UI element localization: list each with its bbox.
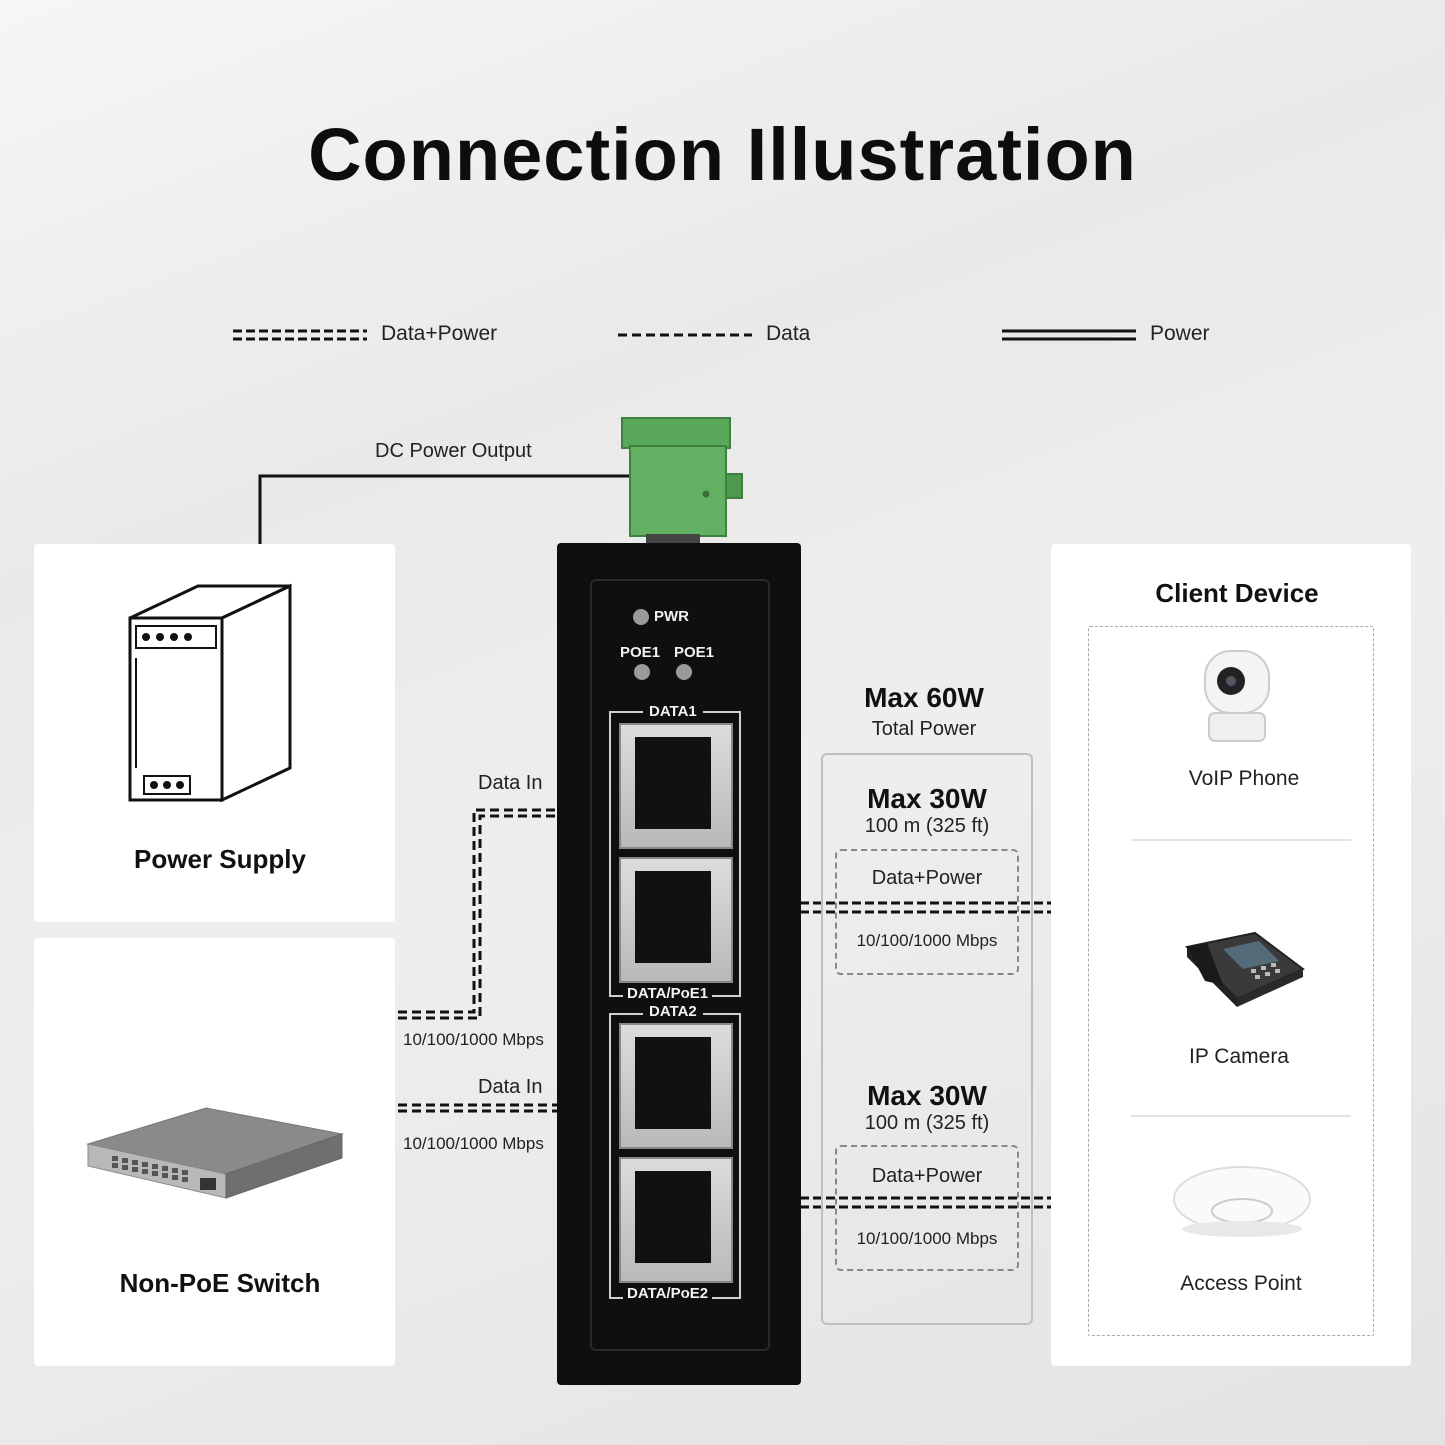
power-supply-label: Power Supply bbox=[134, 844, 306, 874]
port-poe2-socket bbox=[635, 1171, 711, 1263]
client-separator-1 bbox=[1131, 839, 1351, 841]
page-title: Connection Illustration bbox=[308, 113, 1137, 196]
client-separator-2 bbox=[1131, 1115, 1351, 1117]
camera-icon bbox=[1204, 650, 1270, 742]
port2-speed: 10/100/1000 Mbps bbox=[856, 1229, 998, 1248]
pwr-label: PWR bbox=[654, 608, 689, 625]
power-wire bbox=[258, 474, 680, 545]
data2-label: DATA2 bbox=[643, 1003, 703, 1020]
legend-label-power: Power bbox=[1150, 322, 1210, 345]
port1-speed: 10/100/1000 Mbps bbox=[856, 931, 998, 950]
port2-distance: 100 m (325 ft) bbox=[864, 1112, 990, 1134]
port1-spec-box: Data+Power 10/100/1000 Mbps bbox=[835, 849, 1019, 975]
data-in-wire-1 bbox=[398, 808, 620, 1020]
poe1-port-label: DATA/PoE1 bbox=[623, 985, 713, 1002]
client-device-card: Client Device VoIP Phone IP Camera bbox=[1051, 544, 1411, 1366]
port-poe2[interactable] bbox=[619, 1157, 733, 1283]
poe1-led-2 bbox=[676, 664, 692, 680]
pwr-led bbox=[633, 609, 649, 625]
port-data1-socket bbox=[635, 737, 711, 829]
power-supply-icon bbox=[128, 583, 292, 803]
total-power-max: Max 60W bbox=[864, 682, 984, 713]
port2-spec-box: Data+Power 10/100/1000 Mbps bbox=[835, 1145, 1019, 1271]
data-in-label-2: Data In bbox=[478, 1076, 543, 1098]
legend-line-data-power bbox=[233, 329, 367, 341]
poe1-led-label-1: POE1 bbox=[620, 644, 661, 661]
port1-max: Max 30W bbox=[867, 783, 987, 814]
port-data1[interactable] bbox=[619, 723, 733, 849]
client-item-2: IP Camera bbox=[1189, 1045, 1289, 1068]
switch-icon bbox=[86, 1107, 344, 1199]
legend-label-data: Data bbox=[766, 322, 811, 345]
port2-max: Max 30W bbox=[867, 1080, 987, 1111]
power-supply-card: Power Supply bbox=[34, 544, 395, 922]
total-power-label: Total Power bbox=[871, 718, 977, 740]
port2-type: Data+Power bbox=[871, 1165, 983, 1187]
poe1-led-label-2: POE1 bbox=[674, 644, 715, 661]
data-in-label-1: Data In bbox=[478, 772, 543, 794]
dc-power-output-label: DC Power Output bbox=[375, 440, 532, 462]
injector-face bbox=[590, 579, 770, 1351]
poe1-led-1 bbox=[634, 664, 650, 680]
client-device-title: Client Device bbox=[1155, 578, 1319, 608]
legend-line-data bbox=[618, 333, 752, 337]
access-point-icon bbox=[1173, 1166, 1311, 1237]
port-data2-socket bbox=[635, 1037, 711, 1129]
poe2-port-label: DATA/PoE2 bbox=[623, 1285, 713, 1302]
port-poe1-socket bbox=[635, 871, 711, 963]
switch-card: Non-PoE Switch bbox=[34, 938, 395, 1366]
client-item-3: Access Point bbox=[1180, 1272, 1302, 1295]
client-device-list: VoIP Phone IP Camera Access Point bbox=[1088, 626, 1374, 1336]
phone-icon bbox=[1185, 931, 1305, 1007]
port1-type: Data+Power bbox=[871, 867, 983, 889]
poe-injector: PWR POE1 POE1 DATA1 DATA/PoE1 DATA2 DATA… bbox=[557, 543, 801, 1385]
port1-distance: 100 m (325 ft) bbox=[864, 815, 990, 837]
port-poe1[interactable] bbox=[619, 857, 733, 983]
speed-label-2: 10/100/1000 Mbps bbox=[403, 1134, 544, 1153]
switch-label: Non-PoE Switch bbox=[119, 1268, 321, 1298]
port-spec-panel: Max 30W 100 m (325 ft) Data+Power 10/100… bbox=[821, 753, 1033, 1325]
data1-label: DATA1 bbox=[643, 703, 703, 720]
speed-label-1: 10/100/1000 Mbps bbox=[403, 1030, 544, 1049]
legend-label-data-power: Data+Power bbox=[381, 322, 498, 345]
legend-line-power bbox=[1002, 329, 1136, 341]
dc-terminal-block bbox=[621, 417, 743, 546]
port-data2[interactable] bbox=[619, 1023, 733, 1149]
client-item-1: VoIP Phone bbox=[1188, 767, 1300, 790]
